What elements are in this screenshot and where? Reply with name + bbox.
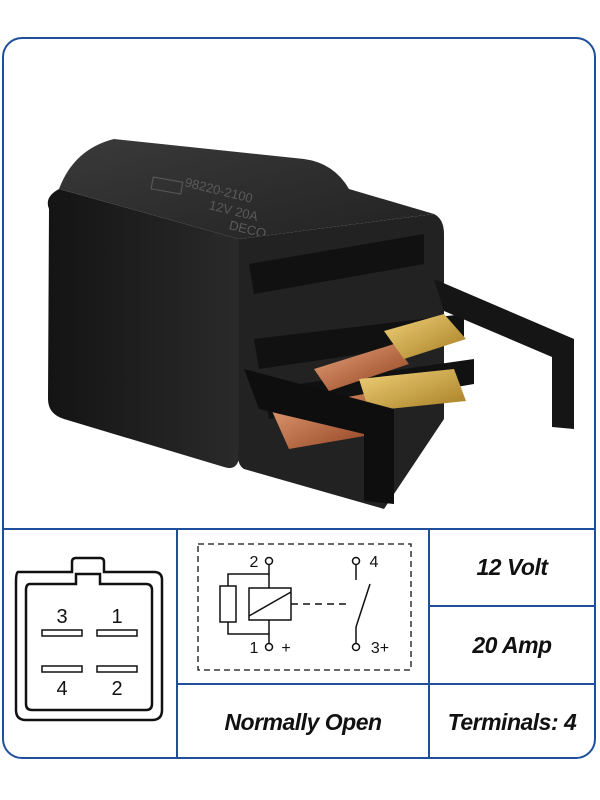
pin-2-slot bbox=[96, 665, 138, 673]
schematic-label-1-plus: + bbox=[281, 640, 290, 657]
terminal-3-node bbox=[351, 642, 361, 652]
schematic-label-1: 1 bbox=[250, 640, 259, 657]
terminal-copper-top bbox=[314, 344, 409, 391]
schematic-boundary bbox=[197, 543, 412, 671]
relay-schematic: 2 1 + 4 3+ bbox=[197, 543, 412, 671]
pin-4-slot bbox=[41, 665, 83, 673]
pin-label-1: 1 bbox=[111, 606, 122, 628]
schematic-label-2: 2 bbox=[250, 554, 259, 571]
terminal-1-node bbox=[264, 642, 274, 652]
schematic-label-3: 3+ bbox=[371, 640, 389, 657]
schematic-label-4: 4 bbox=[370, 554, 379, 571]
relay-body-side bbox=[47, 189, 239, 468]
relay-photo: 98220-2100 12V 20A DECO K Z bbox=[47, 139, 574, 509]
switch-contact bbox=[355, 583, 371, 628]
terminal-2-node bbox=[264, 556, 274, 566]
terminals-spec: Terminals: 4 bbox=[447, 708, 577, 735]
pinout-housing-inner bbox=[24, 572, 154, 712]
voltage-spec: 12 Volt bbox=[476, 554, 548, 580]
terminal-brass-bottom bbox=[359, 369, 466, 411]
spec-table: 3 1 4 2 2 1 + 4 bbox=[4, 528, 594, 757]
relay-body-top bbox=[59, 139, 434, 239]
pin-label-3: 3 bbox=[56, 606, 67, 628]
relay-latch bbox=[434, 279, 574, 429]
terminal-4-node bbox=[351, 556, 361, 566]
pin-1-slot bbox=[96, 629, 138, 637]
product-card: 98220-2100 12V 20A DECO K Z bbox=[2, 37, 596, 759]
pin-label-2: 2 bbox=[111, 678, 122, 700]
diode-resistor bbox=[219, 585, 237, 623]
contact-type-spec: Normally Open bbox=[224, 708, 382, 735]
pin-3-slot bbox=[41, 629, 83, 637]
pinout-diagram: 3 1 4 2 bbox=[14, 556, 164, 722]
current-spec: 20 Amp bbox=[472, 631, 552, 658]
pinout-housing-outline bbox=[14, 556, 164, 722]
terminal-brass-top bbox=[384, 314, 466, 359]
pin-label-4: 4 bbox=[56, 678, 67, 700]
